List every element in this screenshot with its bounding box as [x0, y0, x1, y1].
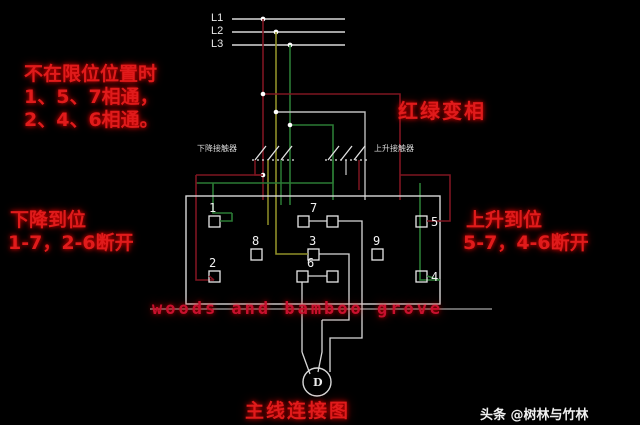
- motor-leads: [301, 320, 363, 375]
- terminal-label-7: 7: [310, 201, 318, 215]
- phase-swap-green-branch: [290, 124, 334, 200]
- contactor-up-symbol: [325, 145, 369, 161]
- wire-yellow-to-t3: [275, 225, 308, 255]
- up-pole-b-blade: [340, 145, 353, 161]
- watermark-center: woods and bamboo grove: [152, 299, 444, 319]
- terminal-label-1: 1: [209, 201, 217, 215]
- wire-green-to-t1: [220, 213, 233, 222]
- phase-swap-yellow-branch: [276, 111, 366, 200]
- motor-lead-right: [329, 335, 363, 372]
- contactor-up-outputs: [196, 160, 360, 190]
- swap-dot-green: [287, 122, 293, 128]
- swap-dot-red: [260, 91, 266, 97]
- down-pole-c-blade: [280, 145, 293, 161]
- terminal-label-6: 6: [307, 256, 315, 270]
- phase-swap-red-branch: [263, 93, 401, 200]
- down-pole-a-blade: [254, 145, 267, 161]
- contactor-up-label: 上升接触器: [374, 144, 414, 153]
- up-out-green: [196, 160, 334, 184]
- jumper-3-right: [319, 253, 350, 321]
- up-pole-c-blade: [353, 145, 366, 161]
- terminal-box-7b: [326, 215, 339, 228]
- bus-label-l2: L2: [211, 25, 224, 37]
- terminal-squares: [208, 215, 428, 283]
- contactor-down-label: 下降接触器: [197, 144, 237, 153]
- note-down-limit-detail: 1-7，2-6断开: [8, 232, 134, 254]
- note-down-limit-title: 下降到位: [10, 209, 87, 231]
- wire-red-to-t5: [427, 200, 451, 222]
- motor-symbol: [302, 367, 332, 397]
- phase-swap-dots: [260, 91, 293, 178]
- down-pole-b-blade: [267, 145, 280, 161]
- terminal-box-5: [415, 215, 428, 228]
- note-up-limit-detail: 5-7，4-6断开: [463, 232, 589, 254]
- watermark-corner: 头条 @树林与竹林: [480, 408, 589, 423]
- terminal-label-5: 5: [431, 215, 439, 229]
- terminal-box-8: [250, 248, 263, 261]
- terminal-box-1: [208, 215, 221, 228]
- terminal-label-3: 3: [309, 234, 317, 248]
- supply-bus-lines: [232, 18, 345, 46]
- note-not-at-limit-line2: 1、5、7相通，: [24, 86, 159, 108]
- bus-label-l1: L1: [211, 12, 224, 24]
- up-pole-a-blade: [327, 145, 340, 161]
- note-up-limit-title: 上升到位: [466, 209, 543, 231]
- terminal-label-2: 2: [209, 256, 217, 270]
- terminal-box-9: [371, 248, 384, 261]
- terminal-box-6a: [296, 270, 309, 283]
- jumper-7b-down: [338, 220, 363, 335]
- note-phase-swap: 红绿变相: [398, 99, 486, 123]
- wire-green-to-t4: [426, 275, 441, 281]
- terminal-box-6b: [326, 270, 339, 283]
- panel-top-red-right: [400, 174, 451, 200]
- contactor-down-symbol: [252, 145, 296, 161]
- bus-label-l3: L3: [211, 38, 224, 50]
- panel-left-red-riser: [195, 175, 214, 281]
- terminal-label-9: 9: [373, 234, 381, 248]
- wire-red-to-t2: [208, 275, 215, 281]
- swap-dot-yellow: [273, 109, 279, 115]
- motor-lead-mid: [317, 320, 323, 373]
- panel-green-t1-branch: [212, 183, 232, 214]
- down-out-red: [254, 160, 263, 176]
- panel-green-right-feeder: [419, 183, 440, 281]
- terminal-label-4: 4: [431, 270, 439, 284]
- note-not-at-limit-line1: 不在限位位置时: [24, 63, 158, 85]
- contactor-down-outputs: [254, 160, 282, 225]
- note-not-at-limit-line3: 2、4、6相通。: [24, 109, 159, 131]
- diagram-caption: 主线连接图: [245, 400, 351, 422]
- terminal-jumpers: [301, 220, 363, 352]
- terminal-panel-outline: [185, 195, 441, 305]
- motor-label: D: [313, 376, 323, 389]
- terminal-box-7a: [297, 215, 310, 228]
- terminal-label-8: 8: [252, 234, 260, 248]
